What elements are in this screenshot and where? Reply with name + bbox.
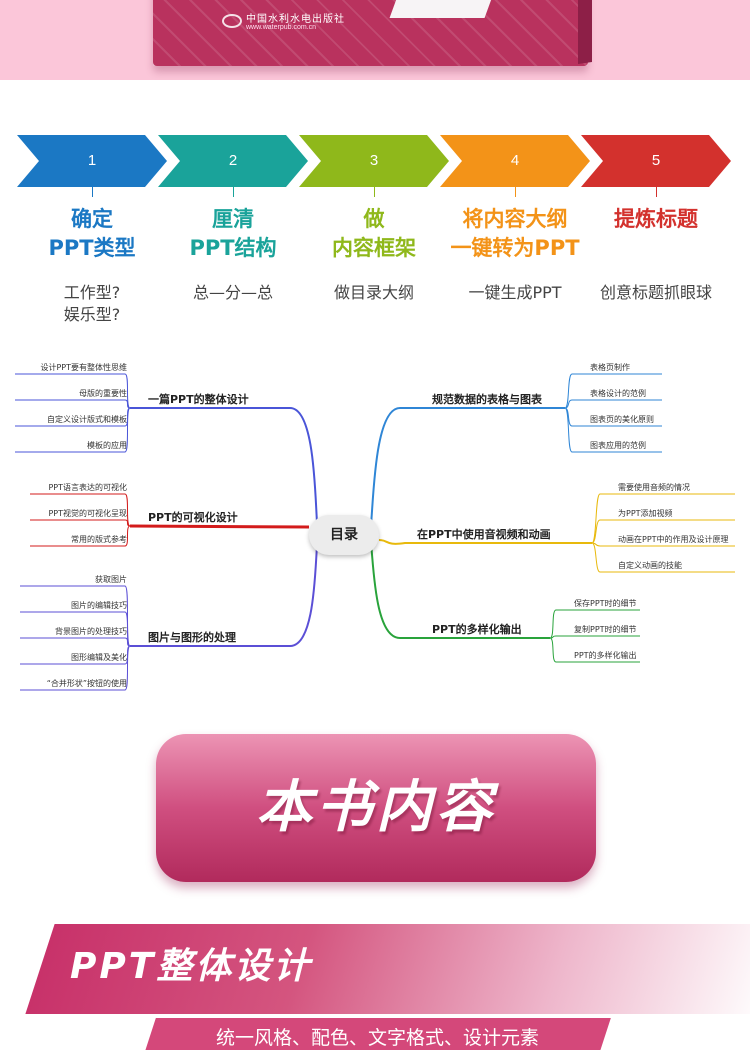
step-description: 工作型? 娱乐型? (63, 283, 121, 324)
book-box-image (153, 0, 588, 66)
mindmap-leaf-line (591, 519, 735, 544)
step-description: 创意标题抓眼球 (599, 283, 712, 302)
step-arrow-5: 5 (581, 135, 731, 187)
mindmap-branch-label: 图片与图形的处理 (148, 631, 236, 644)
step-number: 2 (228, 152, 238, 169)
mindmap-leaf-line (591, 542, 735, 573)
step-title: 做 内容框架 (332, 207, 416, 260)
mindmap-branch-line (368, 407, 565, 536)
book-box-lid (389, 0, 496, 18)
mindmap-leaf-line (20, 637, 131, 647)
publisher-name: 中国水利水电出版社 (246, 14, 345, 25)
mindmap-leaf-line (549, 637, 640, 663)
step-description: 做目录大纲 (333, 283, 414, 302)
mindmap-leaf-line (30, 525, 131, 547)
mindmap-leaf: PPT视觉的可视化呈现 (48, 509, 127, 518)
mindmap-leaf: PPT语言表达的可视化 (48, 483, 127, 492)
step-arrow-1: 1 (17, 135, 167, 187)
mindmap-leaf: 设计PPT要有整体性思维 (40, 363, 127, 372)
mindmap-leaf-line (20, 611, 131, 647)
mindmap-leaf: PPT的多样化输出 (574, 651, 637, 660)
mindmap-leaf: 表格设计的范例 (590, 389, 646, 398)
mindmap-leaf-line (15, 407, 131, 453)
step-arrow-3: 3 (299, 135, 449, 187)
step-arrow-4: 4 (440, 135, 590, 187)
mindmap-leaf-line (20, 645, 131, 691)
mindmap-leaf-line (20, 585, 131, 647)
mindmap-leaf-line (564, 399, 662, 409)
mindmap-branch-label: PPT的多样化输出 (432, 623, 522, 636)
mindmap-leaf: 为PPT添加视频 (618, 509, 673, 518)
mindmap-leaf: 动画在PPT中的作用及设计原理 (618, 535, 729, 544)
mindmap-leaf: 表格页制作 (590, 363, 630, 372)
mindmap-leaf: 保存PPT时的细节 (574, 599, 637, 608)
mindmap-branch-label: 在PPT中使用音视频和动画 (417, 528, 551, 541)
mindmap-leaf: 复制PPT时的细节 (574, 625, 637, 634)
mindmap-leaf: 母版的重要性 (79, 389, 127, 398)
mindmap-leaf-line (30, 493, 131, 527)
book-content-banner: 本书内容 (156, 734, 596, 882)
section-subtitle: 统一风格、配色、文字格式、设计元素 (215, 1027, 539, 1049)
mindmap-leaf: 获取图片 (95, 575, 127, 584)
publisher-logo-icon (222, 14, 242, 28)
mindmap-branch-label: PPT的可视化设计 (148, 511, 238, 524)
step-number: 5 (651, 152, 661, 169)
step-number: 4 (510, 152, 520, 169)
mindmap-leaf-line (564, 407, 662, 453)
step-connector (373, 187, 375, 197)
section-title: PPT整体设计 (70, 946, 313, 987)
mindmap-center-node: 目录 (309, 515, 379, 555)
publisher-url: www.waterpub.com.cn (246, 24, 317, 31)
step-title: 厘清 PPT结构 (189, 207, 277, 260)
step-title: 确定 PPT类型 (48, 207, 136, 260)
mindmap-leaf: 图表应用的范例 (590, 441, 646, 450)
step-title: 将内容大纲 一键转为PPT (450, 207, 580, 260)
mindmap-leaf: 图片的编辑技巧 (71, 601, 127, 610)
step-connector (232, 187, 234, 197)
book-box-side (578, 0, 592, 65)
table-of-contents-mindmap: 设计PPT要有整体性思维母版的重要性自定义设计版式和模板模板的应用 一篇PPT的整… (0, 360, 750, 705)
mindmap-leaf: 自定义动画的技能 (618, 561, 682, 570)
book-content-label: 本书内容 (256, 775, 496, 840)
mindmap-branch-label: 规范数据的表格与图表 (432, 393, 542, 406)
step-arrow-2: 2 (158, 135, 308, 187)
step-connector (514, 187, 516, 197)
step-connector (91, 187, 93, 197)
mindmap-leaf-line (15, 399, 131, 409)
book-pattern (153, 0, 588, 66)
mindmap-branch-line (378, 539, 592, 545)
mindmap-leaf: 需要使用音频的情况 (618, 483, 690, 492)
mindmap-leaf-line (549, 635, 640, 639)
mindmap-leaf: “合并形状”按钮的使用 (46, 679, 127, 688)
mindmap-leaf-line (15, 373, 131, 409)
section-banner: PPT整体设计 (18, 924, 750, 1014)
step-number: 3 (369, 152, 379, 169)
mindmap-leaf: 图形编辑及美化 (71, 653, 127, 662)
mindmap-leaf: 模板的应用 (87, 441, 127, 450)
process-steps: 1 确定 PPT类型工作型? 娱乐型? 2 厘清 PPT结构总—分—总 3 做 内容框架做… (0, 135, 750, 335)
mindmap-leaf-line (549, 609, 640, 639)
step-description: 总—分—总 (192, 283, 273, 302)
top-banner: 中国水利水电出版社 www.waterpub.com.cn (0, 0, 750, 80)
step-connector (655, 187, 657, 197)
mindmap-leaf-line (591, 493, 735, 544)
step-number: 1 (87, 152, 97, 169)
mindmap-leaf-line (30, 519, 131, 527)
mindmap-branch-label: 一篇PPT的整体设计 (148, 393, 249, 406)
mindmap-leaf: 常用的版式参考 (71, 535, 127, 544)
mindmap-leaf: 图表页的美化原则 (590, 415, 654, 424)
mindmap-branch-line (129, 524, 310, 529)
mindmap-leaf-line (564, 373, 662, 409)
mindmap-leaf: 背景图片的处理技巧 (55, 627, 127, 636)
step-title: 提炼标题 (614, 207, 698, 231)
mindmap-leaf: 自定义设计版式和模板 (47, 415, 127, 424)
step-description: 一键生成PPT (468, 283, 562, 302)
